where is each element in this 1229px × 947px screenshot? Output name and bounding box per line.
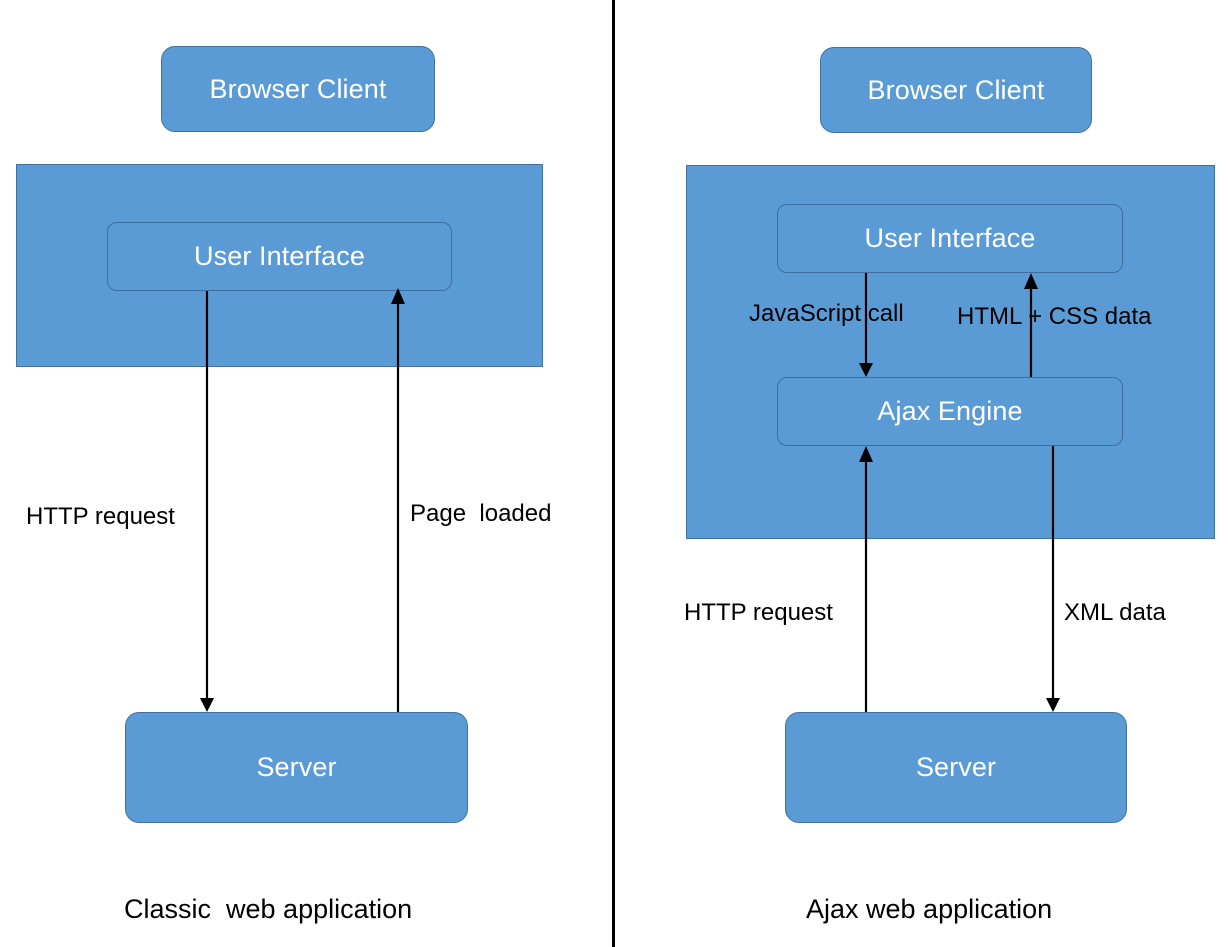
left-server-box: Server: [125, 712, 468, 823]
right-ajax-engine-box: Ajax Engine: [777, 377, 1123, 446]
right-browser-client-label: Browser Client: [867, 74, 1045, 105]
right-server-box: Server: [785, 712, 1127, 823]
right-user-interface-label: User Interface: [864, 223, 1036, 253]
right-edge-label-xml-data: XML data: [1064, 599, 1166, 626]
left-browser-client-label: Browser Client: [209, 73, 387, 104]
left-user-interface-label: User Interface: [194, 241, 365, 271]
right-edge-label-http-request: HTTP request: [684, 599, 833, 626]
right-ajax-engine-label: Ajax Engine: [877, 396, 1023, 426]
panel-divider: [612, 0, 615, 947]
right-edge-label-html-css-data: HTML + CSS data: [957, 303, 1152, 330]
left-user-interface-box: User Interface: [107, 222, 452, 291]
left-edge-label-http-request: HTTP request: [26, 503, 175, 530]
right-user-interface-box: User Interface: [777, 204, 1123, 273]
left-server-label: Server: [256, 752, 337, 782]
right-browser-client-box: Browser Client: [820, 47, 1092, 133]
left-panel-caption: Classic web application: [124, 894, 413, 924]
right-panel-caption: Ajax web application: [806, 894, 1053, 924]
left-browser-client-box: Browser Client: [161, 46, 435, 132]
right-server-label: Server: [915, 752, 997, 782]
left-edge-label-page-loaded: Page loaded: [410, 500, 552, 527]
right-edge-label-javascript-call: JavaScript call: [749, 300, 904, 327]
